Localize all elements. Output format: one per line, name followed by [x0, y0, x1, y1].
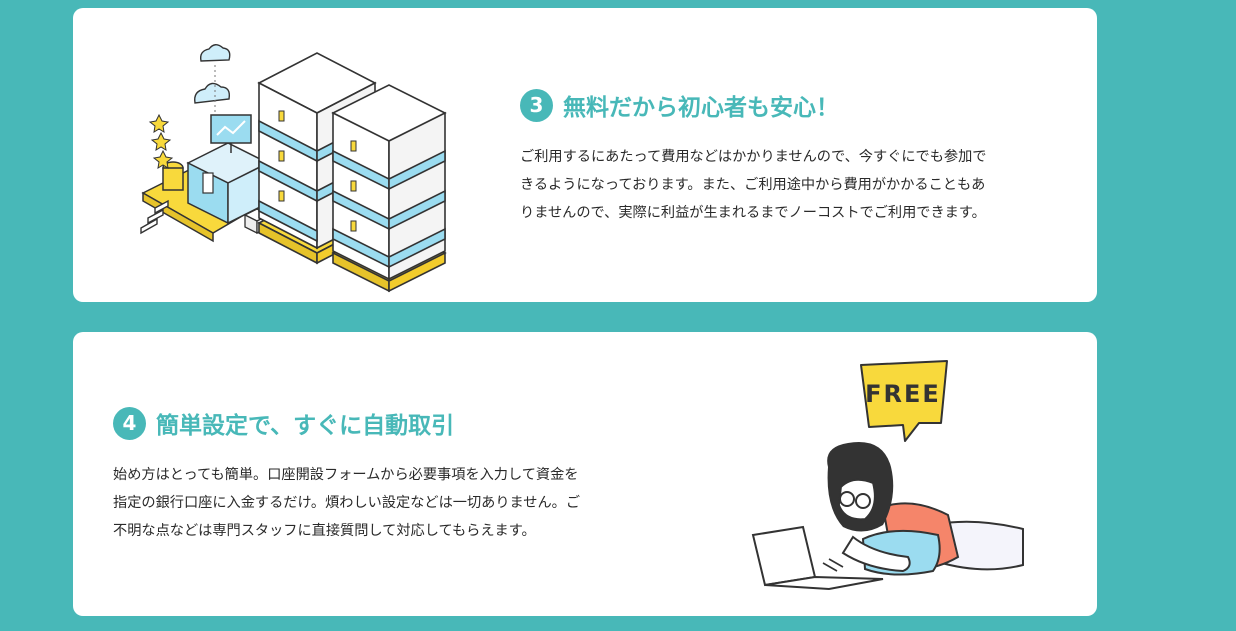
woman-laptop-illustration: FREE — [751, 360, 1024, 591]
free-badge-text: FREE — [865, 380, 941, 408]
feature-card-free: 3 無料だから初心者も安心！ ご利用するにあたって費用などはかかりませんので、今… — [73, 8, 1097, 302]
description-line: 指定の銀行口座に入金するだけ。煩わしい設定などは一切ありません。ご — [113, 495, 581, 511]
description-line: きるようになっております。また、ご利用途中から費用がかかることもあ — [520, 177, 986, 193]
step-number-badge: 4 — [113, 406, 146, 440]
description-line: 不明な点などは専門スタッフに直接質問して対応してもらえます。 — [113, 523, 536, 539]
feature-title: 4 簡単設定で、すぐに自動取引 — [113, 406, 454, 440]
servers-illustration — [140, 44, 447, 293]
feature-description: 始め方はとっても簡単。口座開設フォームから必要事項を入力して資金を 指定の銀行口… — [113, 461, 580, 545]
description-line: りませんので、実際に利益が生まれるまでノーコストでご利用できます。 — [520, 205, 986, 221]
step-number-badge: 3 — [520, 88, 553, 122]
description-line: ご利用するにあたって費用などはかかりませんので、今すぐにでも参加で — [520, 149, 987, 165]
description-line: 始め方はとっても簡単。口座開設フォームから必要事項を入力して資金を — [113, 467, 579, 483]
feature-description: ご利用するにあたって費用などはかかりませんので、今すぐにでも参加で きるようにな… — [520, 143, 987, 227]
feature-title-text: 無料だから初心者も安心！ — [563, 95, 839, 121]
free-speech-bubble: FREE — [860, 360, 948, 442]
feature-card-auto-trading: 4 簡単設定で、すぐに自動取引 始め方はとっても簡単。口座開設フォームから必要事… — [73, 332, 1097, 616]
feature-title: 3 無料だから初心者も安心！ — [520, 88, 839, 122]
feature-title-text: 簡単設定で、すぐに自動取引 — [156, 413, 455, 439]
